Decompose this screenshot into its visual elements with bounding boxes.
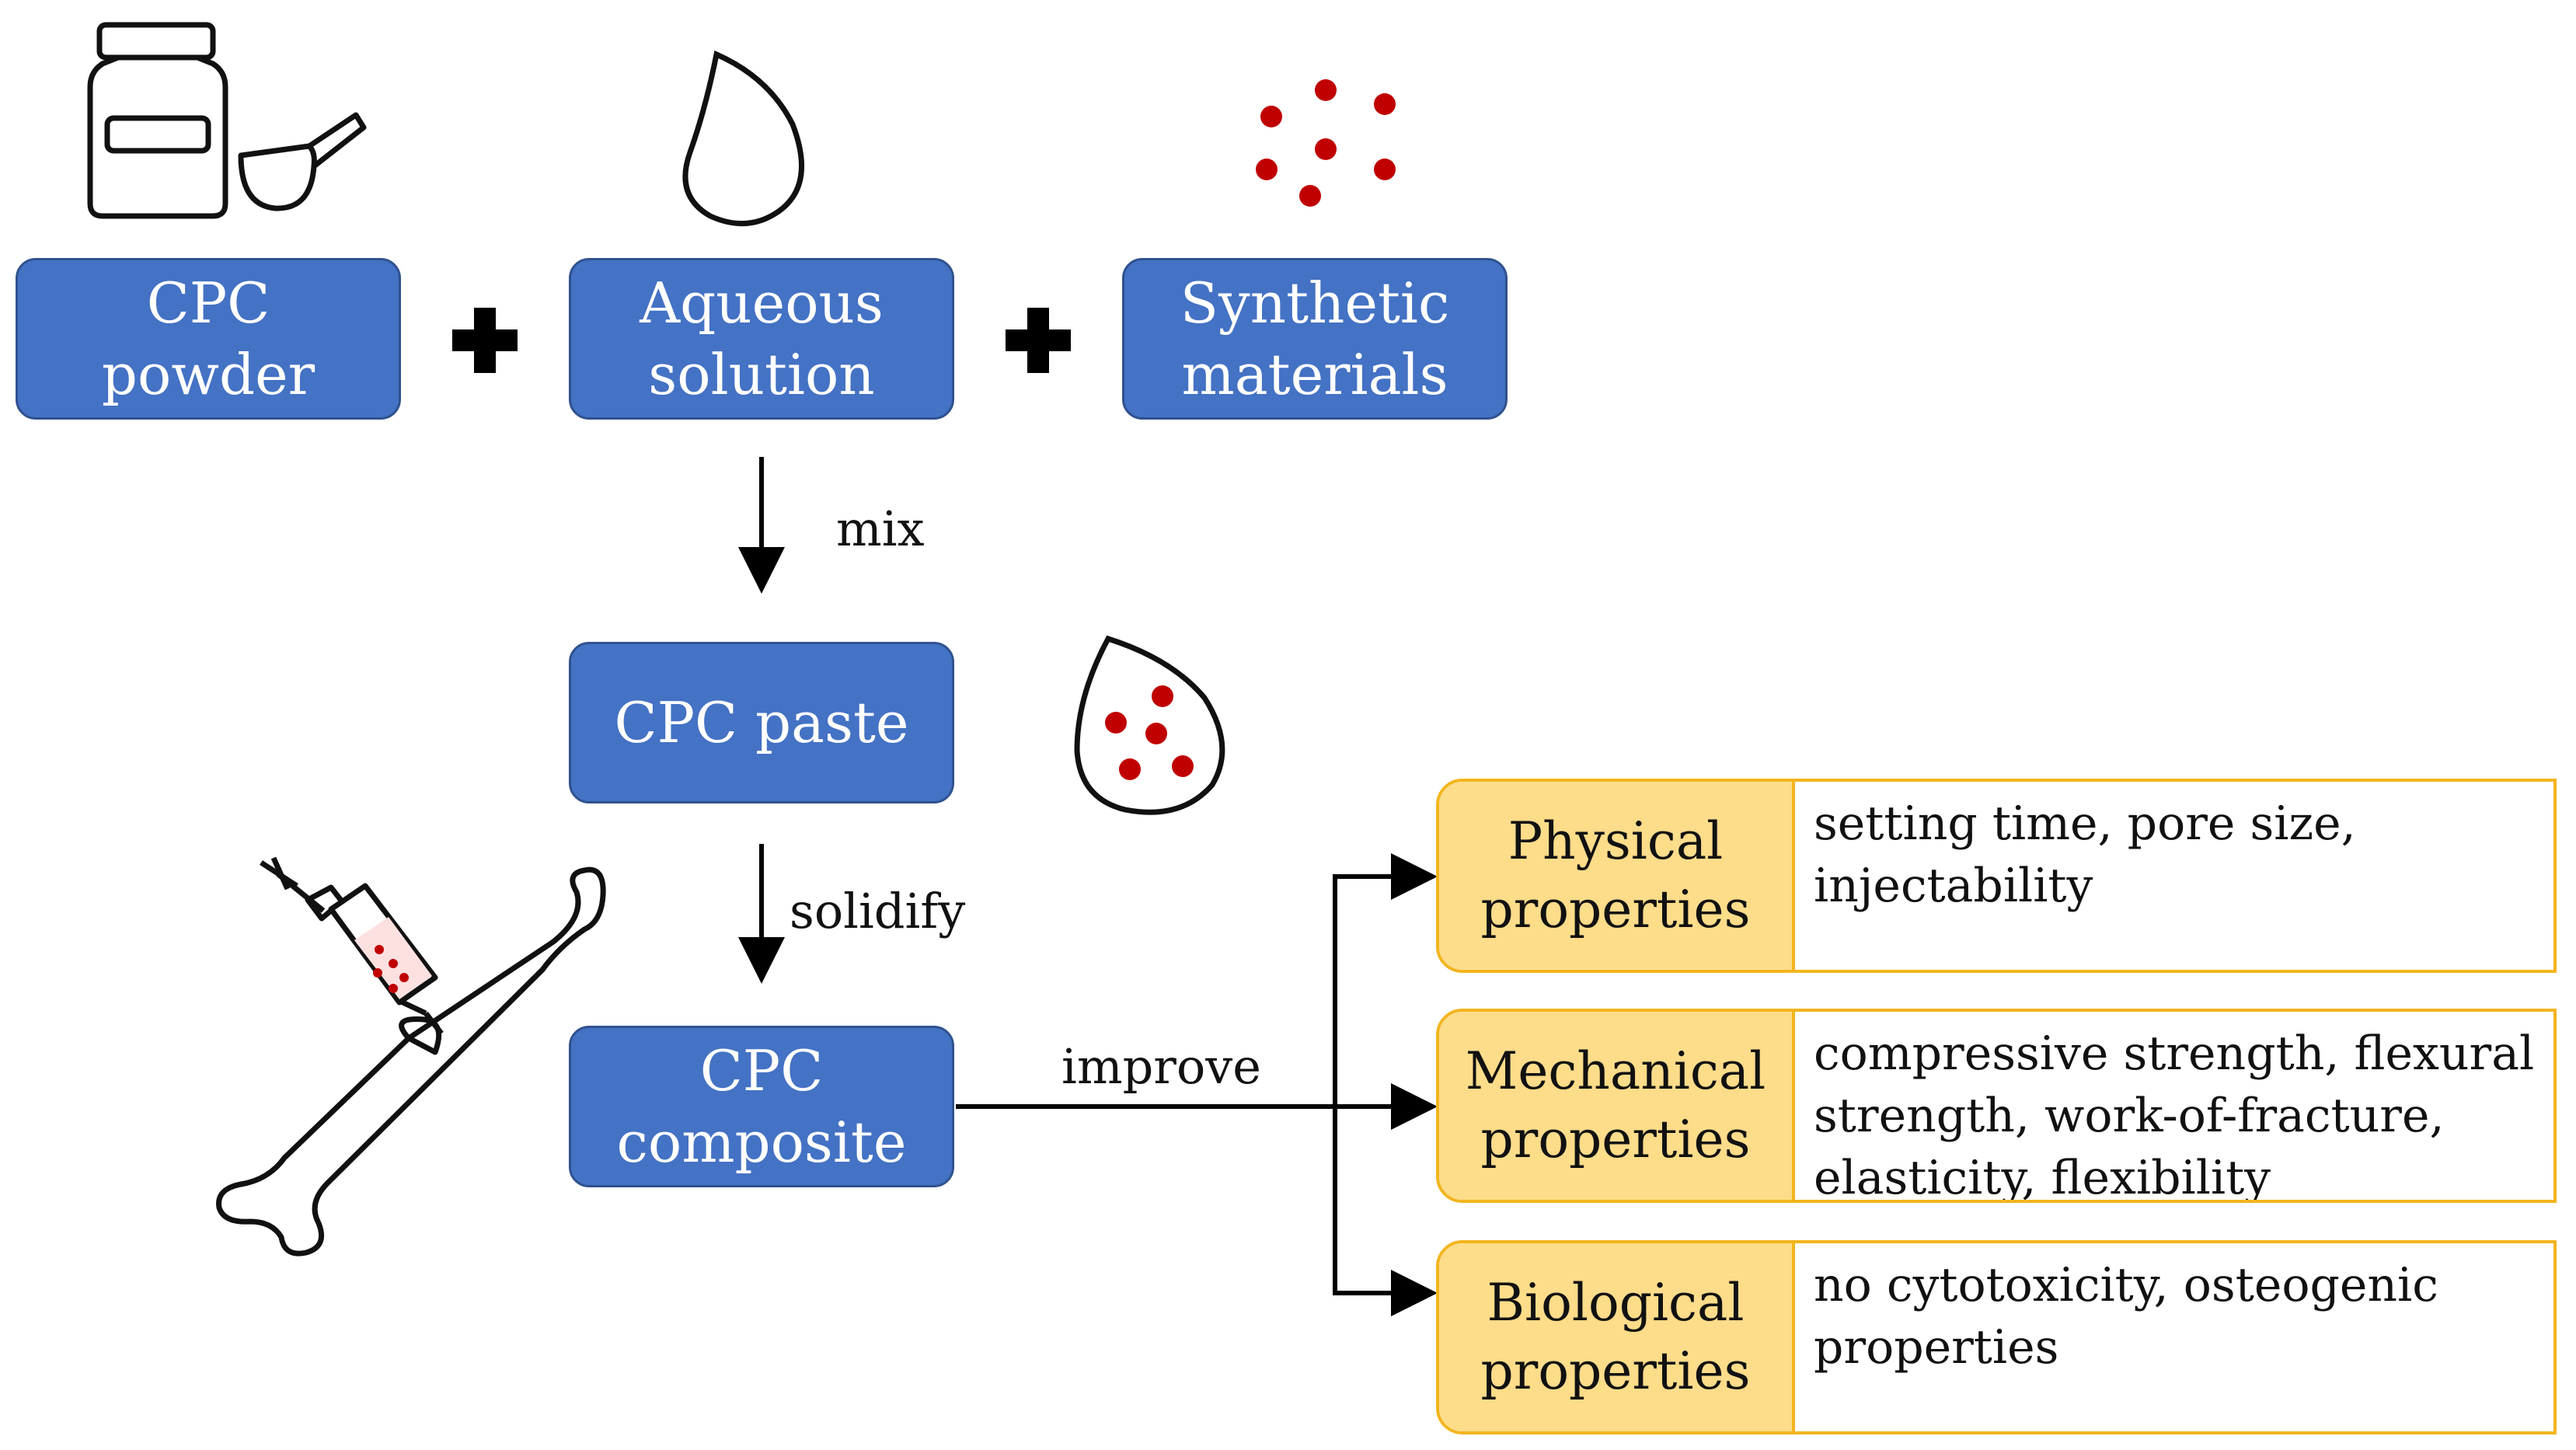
cpc-paste-box: CPC paste	[569, 642, 954, 803]
property-name: Physical properties	[1439, 782, 1795, 970]
particles-icon	[1256, 79, 1396, 207]
droplet-icon	[682, 51, 804, 227]
property-description: setting time, pore size, injectability	[1795, 782, 2553, 970]
plus-icon	[452, 308, 518, 373]
property-description: compressive strength, flexural strength,…	[1795, 1012, 2553, 1200]
scoop-icon	[238, 112, 367, 211]
mix-label: mix	[836, 500, 925, 557]
cpc-composite-box: CPC composite	[569, 1026, 954, 1187]
property-name: Biological properties	[1439, 1243, 1795, 1431]
synthetic-materials-box: Synthetic materials	[1122, 258, 1508, 420]
physical-properties-row: Physical properties setting time, pore s…	[1436, 779, 2557, 973]
plus-icon	[1006, 308, 1071, 373]
biological-properties-row: Biological properties no cytotoxicity, o…	[1436, 1240, 2557, 1434]
powder-jar-icon	[87, 22, 228, 219]
solidify-label: solidify	[790, 883, 966, 939]
improve-label: improve	[1061, 1038, 1261, 1095]
property-name: Mechanical properties	[1439, 1012, 1795, 1200]
property-description: no cytotoxicity, osteogenic properties	[1795, 1243, 2553, 1431]
paste-droplet-icon	[1074, 635, 1225, 815]
syringe-icon	[260, 856, 444, 1036]
bone-icon	[216, 866, 606, 1257]
aqueous-solution-box: Aqueous solution	[569, 258, 954, 420]
mechanical-properties-row: Mechanical properties compressive streng…	[1436, 1009, 2557, 1203]
cpc-powder-box: CPC powder	[16, 258, 401, 420]
